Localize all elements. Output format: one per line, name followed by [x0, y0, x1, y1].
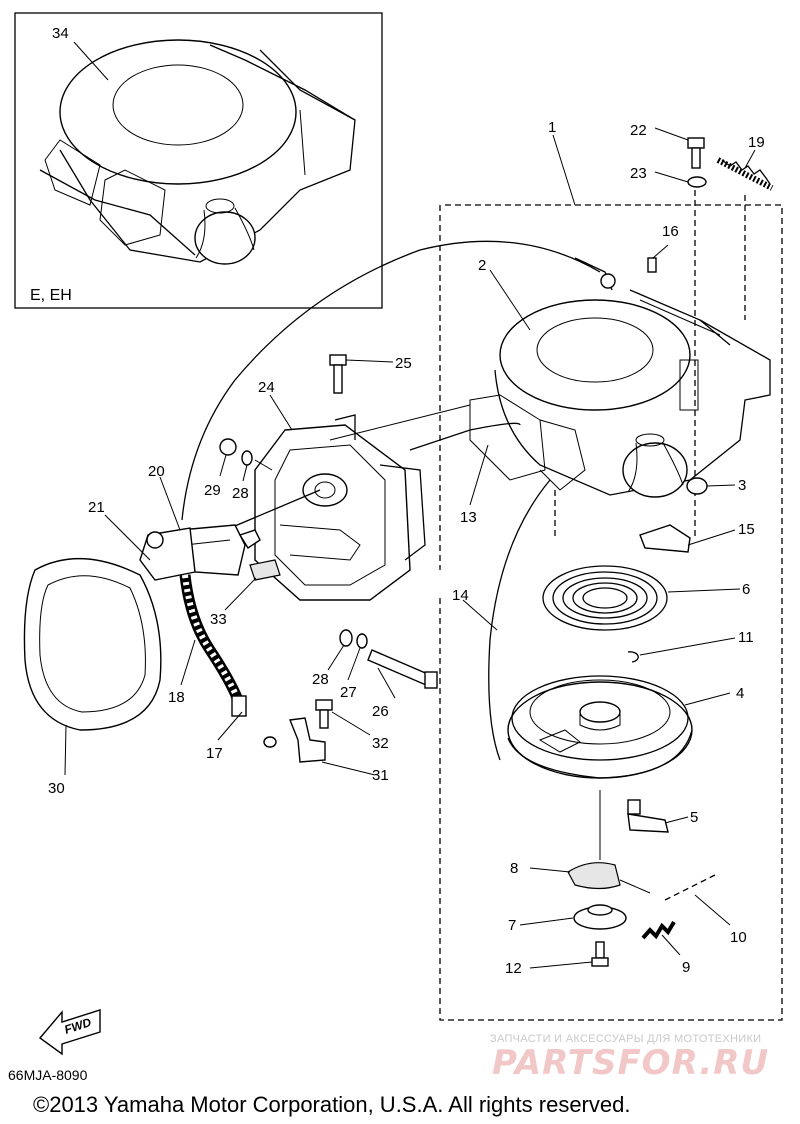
callout-10: 10: [730, 929, 747, 946]
bolt-26: [367, 649, 438, 689]
callout-28-upper: 28: [232, 485, 249, 502]
clip-31: [289, 717, 326, 763]
callout-1: 1: [548, 119, 556, 136]
pawl-15: [639, 524, 691, 553]
callout-8: 8: [510, 860, 518, 877]
throttle-cable: [181, 240, 601, 521]
washer-28-upper: [241, 450, 253, 466]
callout-32: 32: [372, 735, 389, 752]
callout-23: 23: [630, 165, 647, 182]
drive-plate-7: [573, 904, 627, 930]
cap-17: [263, 736, 277, 748]
callout-25: 25: [395, 355, 412, 372]
starter-case: [469, 289, 771, 498]
circlip-11: [627, 651, 639, 663]
callout-34: 34: [52, 25, 69, 42]
holder-21: [139, 527, 196, 581]
plate-33: [249, 559, 281, 581]
callout-11: 11: [738, 629, 754, 646]
fwd-arrow: FWD: [38, 1009, 101, 1056]
callout-2: 2: [478, 257, 486, 274]
spiral-spring-6: [542, 565, 668, 631]
callout-14: 14: [452, 587, 469, 604]
callout-33: 33: [210, 611, 227, 628]
bolt-22: [687, 137, 705, 169]
callout-27: 27: [340, 684, 357, 701]
watermark-brand: PARTSFOR.RU: [492, 1043, 769, 1083]
callout-30: 30: [48, 780, 65, 797]
callout-24: 24: [258, 379, 275, 396]
callout-5: 5: [690, 809, 698, 826]
inset-variant-label: E, EH: [30, 287, 72, 304]
callout-13: 13: [460, 509, 477, 526]
plate-8: [567, 862, 621, 890]
callout-3: 3: [738, 477, 746, 494]
watermark-tagline: ЗАПЧАСТИ И АКСЕССУАРЫ ДЛЯ МОТОТЕХНИКИ: [490, 1033, 761, 1045]
callout-17: 17: [206, 745, 223, 762]
bolt-32: [315, 699, 333, 729]
washer-28-lower: [339, 629, 353, 647]
callout-9: 9: [682, 959, 690, 976]
washer-27: [356, 633, 368, 649]
callout-7: 7: [508, 917, 516, 934]
callout-6: 6: [742, 581, 750, 598]
callout-29: 29: [204, 482, 221, 499]
pin-10: [664, 874, 716, 901]
callout-15: 15: [738, 521, 755, 538]
callout-12: 12: [505, 960, 522, 977]
watermark: ЗАПЧАСТИ И АКСЕССУАРЫ ДЛЯ МОТОТЕХНИКИ PA…: [490, 1033, 769, 1083]
spring-9: [641, 920, 676, 940]
callout-leaders: [64, 41, 756, 969]
callout-18: 18: [168, 689, 185, 706]
seal-30: [23, 557, 162, 731]
copyright-notice: ©2013 Yamaha Motor Corporation, U.S.A. A…: [33, 1092, 630, 1117]
callout-28-lower: 28: [312, 671, 329, 688]
bolt-12: [591, 941, 609, 967]
callout-31: 31: [372, 767, 389, 784]
bolt-25: [329, 354, 347, 394]
pin-16: [647, 257, 657, 273]
assembly-boundary: [439, 204, 783, 1021]
nut-29: [219, 438, 237, 456]
callout-22: 22: [630, 122, 647, 139]
callout-20: 20: [148, 463, 165, 480]
callout-labels: 34 1 2 3 4 5 6 7 8 9 10 11 12 13 14 15 1…: [48, 25, 765, 977]
spring-19: [721, 159, 771, 185]
pulley-4: [507, 675, 693, 779]
cable-18: [179, 574, 247, 717]
callout-21: 21: [88, 499, 105, 516]
inset-panel: [14, 12, 383, 309]
diagram-code: 66MJA-8090: [8, 1067, 88, 1083]
callout-19: 19: [748, 134, 765, 151]
collar-3: [686, 477, 708, 495]
starter-rope: [488, 479, 551, 761]
callout-4: 4: [736, 685, 744, 702]
callout-26: 26: [372, 703, 389, 720]
bracket-24: [254, 414, 426, 601]
washer-23: [687, 176, 707, 188]
pawl-5: [627, 799, 669, 833]
callout-16: 16: [662, 223, 679, 240]
